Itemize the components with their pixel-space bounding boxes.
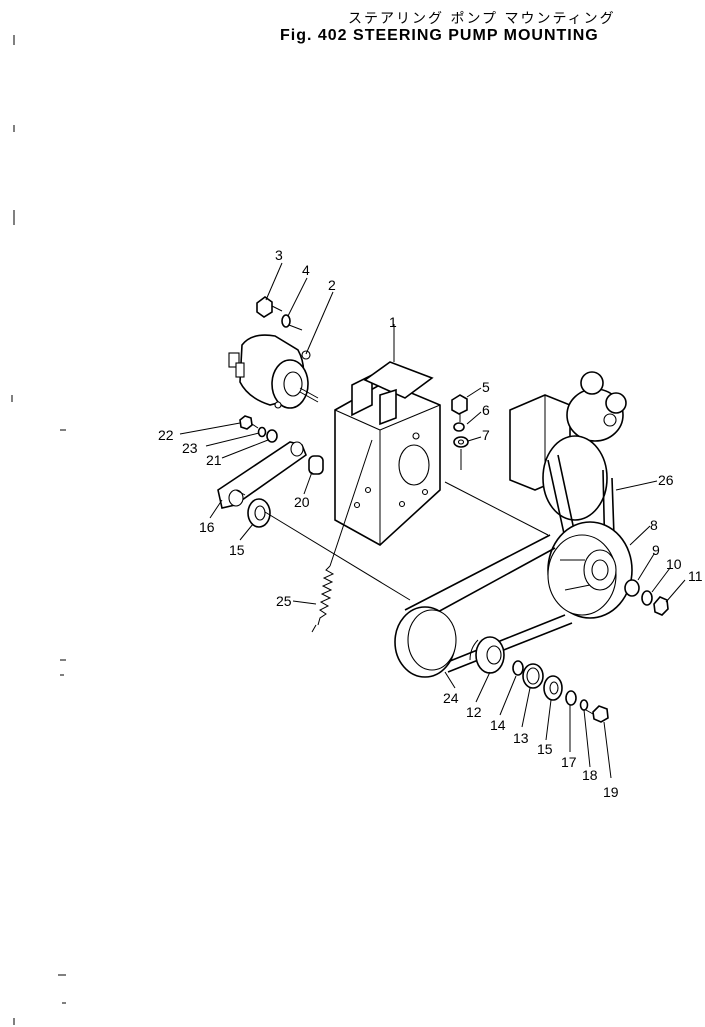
callout-11: 11 bbox=[688, 568, 703, 584]
callout-8: 8 bbox=[650, 517, 658, 533]
spring-part-25 bbox=[311, 439, 373, 633]
callout-6: 6 bbox=[482, 402, 490, 418]
callout-7: 7 bbox=[482, 427, 490, 443]
callout-15-lower: 15 bbox=[537, 741, 553, 757]
scan-edge-marks bbox=[11, 35, 66, 1025]
spacer-part-20 bbox=[308, 455, 324, 475]
callout-4: 4 bbox=[302, 262, 310, 278]
callout-18: 18 bbox=[582, 767, 598, 783]
figure-title-japanese: ステアリング ポンプ マウンティング bbox=[348, 11, 616, 27]
callout-21: 21 bbox=[206, 452, 222, 468]
callout-5: 5 bbox=[482, 379, 490, 395]
bearing-part-15-lower bbox=[543, 675, 563, 701]
callout-9: 9 bbox=[652, 542, 660, 558]
bolt-part-3 bbox=[256, 296, 283, 318]
snap-ring-part-14 bbox=[512, 660, 524, 676]
bolt-part-5 bbox=[451, 394, 468, 422]
callout-13: 13 bbox=[513, 730, 529, 746]
washer-part-21 bbox=[266, 429, 278, 443]
callout-2: 2 bbox=[328, 277, 336, 293]
callout-20: 20 bbox=[294, 494, 310, 510]
washer-part-18 bbox=[579, 699, 589, 711]
figure-title-english: Fig. 402 STEERING PUMP MOUNTING bbox=[280, 27, 599, 44]
callout-26: 26 bbox=[658, 472, 674, 488]
callout-22: 22 bbox=[158, 427, 174, 443]
washer-part-10 bbox=[641, 590, 653, 606]
spacer-part-9 bbox=[624, 579, 640, 597]
washer-part-6 bbox=[453, 422, 465, 432]
callout-16: 16 bbox=[199, 519, 215, 535]
callout-12: 12 bbox=[466, 704, 482, 720]
washer-part-17 bbox=[565, 690, 577, 706]
callout-14: 14 bbox=[490, 717, 506, 733]
callout-17: 17 bbox=[561, 754, 577, 770]
assembly-lines bbox=[264, 324, 549, 601]
hub-part-12 bbox=[469, 636, 505, 674]
callout-25: 25 bbox=[276, 593, 292, 609]
washer-part-4 bbox=[281, 314, 291, 328]
callout-labels: 3 4 2 1 5 6 7 26 8 9 10 11 22 23 21 16 1… bbox=[158, 247, 703, 800]
bracket-part-1 bbox=[334, 361, 441, 546]
callout-24: 24 bbox=[443, 690, 459, 706]
leader-lines bbox=[179, 262, 686, 779]
callout-10: 10 bbox=[666, 556, 682, 572]
idler-pulley bbox=[394, 606, 457, 678]
double-pulley-part-8 bbox=[547, 521, 633, 619]
bolt-part-22 bbox=[239, 415, 259, 430]
tension-arm-part-16 bbox=[217, 441, 307, 509]
callout-15-upper: 15 bbox=[229, 542, 245, 558]
callout-3: 3 bbox=[275, 247, 283, 263]
washer-part-7 bbox=[453, 436, 469, 448]
callout-19: 19 bbox=[603, 784, 619, 800]
bearing-part-15-upper bbox=[247, 498, 271, 528]
callout-1: 1 bbox=[389, 314, 397, 330]
washer-part-23 bbox=[257, 426, 267, 438]
steering-pump-part-2 bbox=[228, 334, 319, 409]
nut-part-11 bbox=[653, 596, 669, 616]
seal-part-13 bbox=[522, 663, 544, 689]
bolt-part-19 bbox=[585, 705, 609, 723]
callout-23: 23 bbox=[182, 440, 198, 456]
